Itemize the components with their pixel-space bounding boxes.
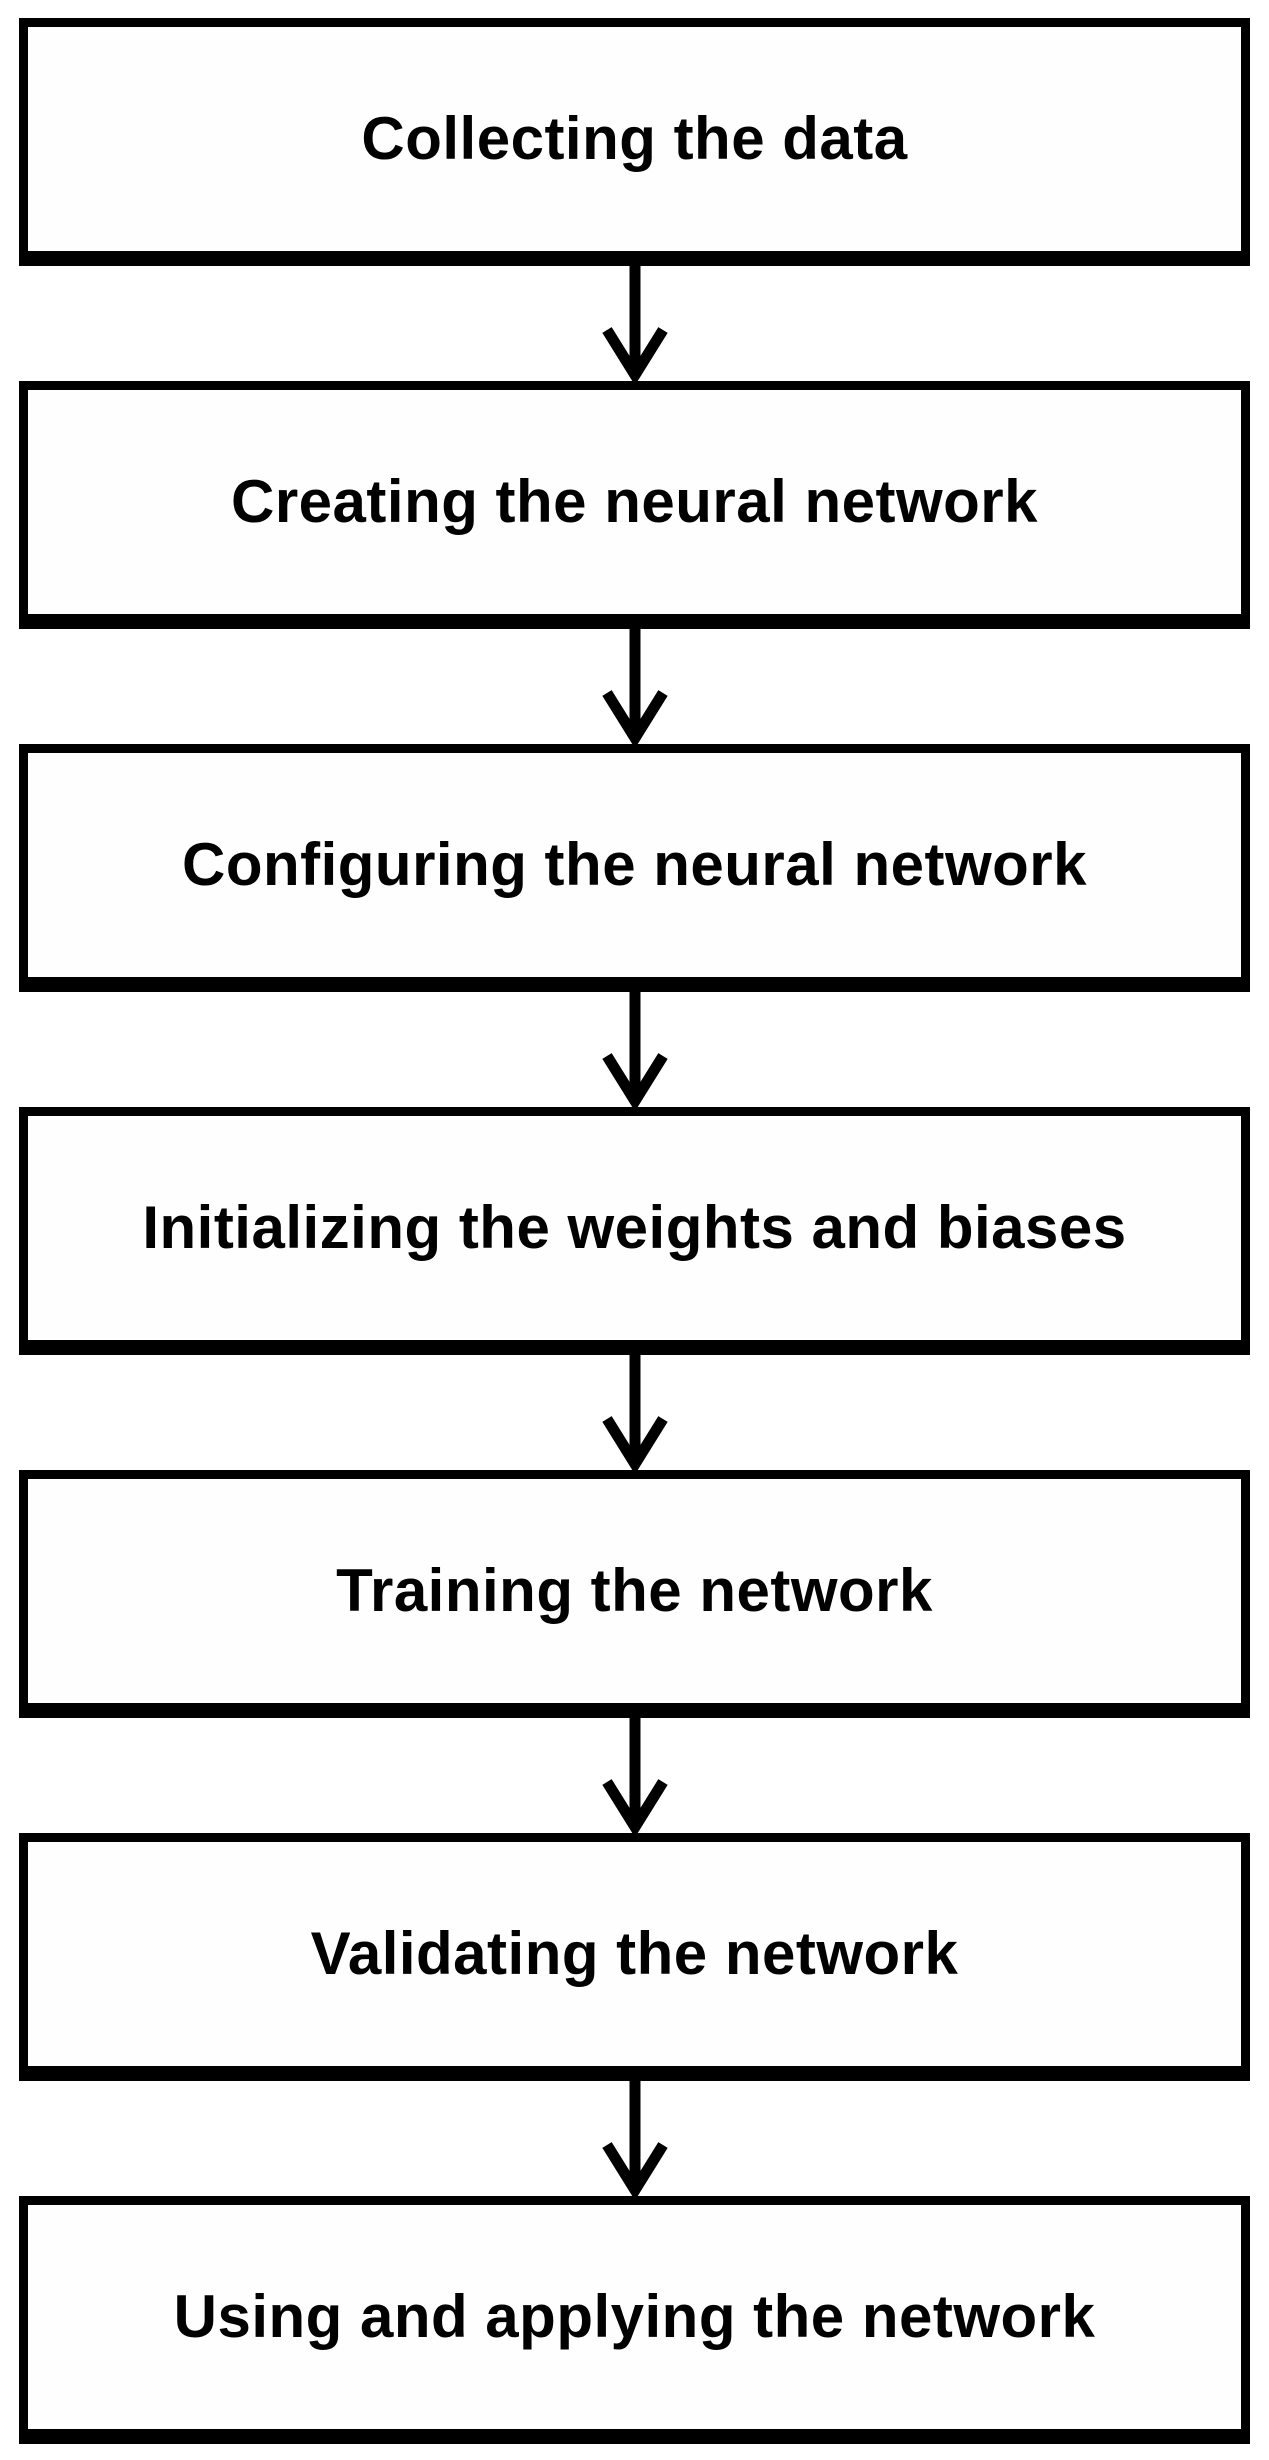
flow-step-training-network: Training the network [19,1470,1250,1718]
arrow-down-icon [601,266,668,381]
flow-step-label: Validating the network [310,1920,959,1987]
flow-step-configuring-network: Configuring the neural network [19,744,1250,992]
flow-step-creating-network: Creating the neural network [19,381,1250,629]
flow-connector [599,2081,671,2196]
flow-step-initializing-weights: Initializing the weights and biases [19,1107,1250,1355]
flow-connector [599,629,671,744]
flow-connector [599,1718,671,1833]
flow-step-label: Creating the neural network [231,468,1038,535]
flow-step-label: Configuring the neural network [181,831,1087,898]
flow-step-label: Training the network [336,1557,933,1624]
flow-connector [599,266,671,381]
arrow-down-icon [601,1718,668,1833]
flow-step-label: Initializing the weights and biases [142,1194,1127,1261]
flow-step-using-applying-network: Using and applying the network [19,2196,1250,2444]
arrow-down-icon [601,2081,668,2196]
arrow-down-icon [601,992,668,1107]
flow-step-validating-network: Validating the network [19,1833,1250,2081]
arrow-down-icon [601,629,668,744]
flow-connector [599,992,671,1107]
flow-step-label: Collecting the data [361,105,908,172]
flow-connector [599,1355,671,1470]
flow-step-collecting-data: Collecting the data [19,18,1250,266]
flow-step-label: Using and applying the network [173,2283,1096,2350]
arrow-down-icon [601,1355,668,1470]
